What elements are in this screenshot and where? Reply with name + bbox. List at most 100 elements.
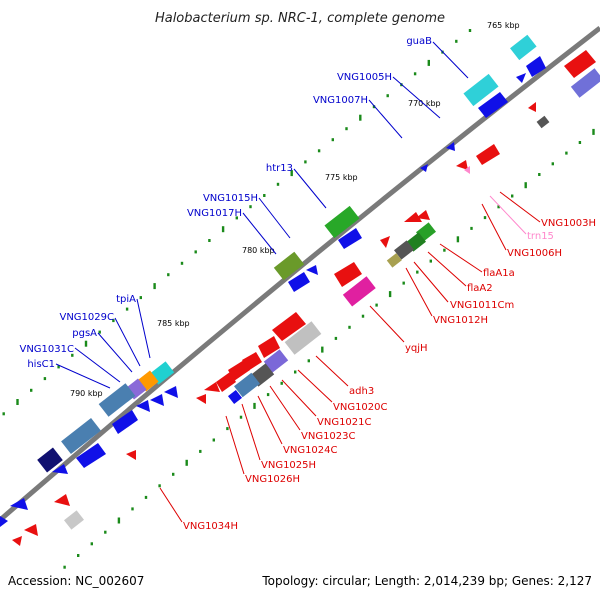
gene-label: VNG1020C	[333, 402, 388, 413]
tick-mark	[331, 138, 334, 142]
tick-mark	[592, 128, 595, 135]
gene-feature	[263, 349, 289, 373]
tick-mark	[443, 248, 446, 252]
gene-label: hisC1	[27, 359, 55, 370]
kbp-label: 765 kbp	[487, 21, 520, 30]
gene-feature	[136, 400, 150, 412]
tick-mark	[334, 336, 338, 340]
tick-mark	[158, 484, 161, 488]
tick-mark	[524, 182, 527, 189]
kbp-label: 790 kbp	[70, 389, 103, 398]
kbp-label: 775 kbp	[325, 173, 358, 182]
tick-mark	[249, 205, 252, 209]
tick-mark	[172, 472, 175, 476]
reverse-gene-labels: VNG1003H trn15 VNG1006H flaA1a flaA2 VNG…	[159, 191, 596, 532]
tick-mark	[221, 226, 225, 233]
gene-label: tpiA	[116, 294, 136, 305]
tick-mark	[413, 72, 417, 76]
gene-label: yqjH	[405, 343, 428, 354]
accession-text: Accession: NC_002607	[8, 574, 144, 588]
kbp-label: 770 kbp	[408, 99, 441, 108]
gene-feature	[380, 236, 390, 248]
gene-feature	[516, 73, 526, 83]
tick-mark	[565, 151, 568, 155]
gene-feature	[228, 360, 250, 381]
gene-feature	[0, 516, 8, 527]
tick-mark	[317, 149, 321, 153]
gene-feature	[284, 321, 322, 355]
tick-mark	[185, 459, 188, 466]
tick-mark	[226, 427, 229, 431]
tick-mark	[57, 365, 60, 369]
gene-feature	[52, 464, 68, 474]
tick-mark	[144, 495, 148, 499]
gene-label: VNG1021C	[317, 417, 372, 428]
gene-feature	[416, 210, 430, 220]
forward-gene-labels: guaB VNG1005H VNG1007H htr13 VNG1015H VN…	[19, 36, 469, 389]
gene-feature	[10, 498, 28, 510]
gene-feature	[272, 312, 306, 341]
tick-mark	[483, 216, 487, 220]
gene-label: VNG1003H	[541, 218, 596, 229]
gene-feature	[216, 372, 236, 392]
gene-feature	[204, 382, 220, 392]
gene-feature	[288, 272, 310, 292]
kbp-axis: 765 kbp 770 kbp 775 kbp 780 kbp 785 kbp …	[70, 21, 520, 398]
tick-mark	[253, 402, 256, 409]
gene-feature	[164, 386, 178, 398]
gene-feature	[24, 524, 38, 536]
map-title: Halobacterium sp. NRC-1, complete genome	[155, 11, 445, 26]
gene-feature	[528, 102, 536, 112]
tick-mark	[359, 114, 362, 121]
gene-feature	[258, 336, 280, 358]
tick-mark	[429, 259, 432, 263]
gene-feature	[306, 265, 318, 275]
tick-mark	[345, 127, 348, 131]
gene-label: VNG1015H	[203, 193, 258, 204]
gene-label: adh3	[349, 386, 374, 397]
tick-mark	[71, 353, 74, 357]
gene-label: VNG1024C	[283, 445, 338, 456]
tick-mark	[266, 393, 270, 397]
tick-mark	[456, 236, 460, 243]
tick-mark	[578, 141, 582, 144]
tick-mark	[304, 160, 307, 164]
tick-mark	[112, 319, 115, 323]
gene-label: VNG1007H	[313, 95, 368, 106]
gene-feature	[464, 166, 470, 174]
gene-label: VNG1017H	[187, 208, 242, 219]
tick-mark	[212, 438, 215, 442]
tick-mark	[16, 399, 19, 405]
gene-label: flaA1a	[483, 268, 515, 279]
tick-mark	[125, 307, 129, 311]
tick-mark	[511, 194, 514, 198]
gene-label: VNG1029C	[59, 312, 114, 323]
tick-mark	[117, 517, 121, 524]
tick-mark	[294, 370, 297, 374]
tick-mark	[276, 182, 280, 186]
tick-mark	[280, 381, 283, 385]
tick-mark	[386, 94, 389, 98]
gene-feature	[324, 205, 360, 239]
gene-feature	[338, 228, 362, 249]
tick-mark	[290, 170, 293, 177]
gene-feature	[227, 389, 243, 405]
tick-mark	[139, 296, 142, 300]
gene-feature	[150, 394, 164, 406]
tick-mark	[372, 105, 376, 109]
gene-feature	[76, 443, 106, 468]
gene-feature	[234, 372, 260, 398]
tick-mark	[402, 281, 405, 285]
kbp-label: 780 kbp	[242, 246, 275, 255]
tick-mark	[538, 173, 541, 176]
gene-feature	[456, 160, 468, 170]
gene-label: VNG1026H	[245, 474, 300, 485]
tick-mark	[416, 270, 419, 274]
tick-mark	[468, 29, 472, 32]
gene-feature	[196, 394, 206, 404]
gene-feature	[446, 142, 455, 151]
gene-label: VNG1006H	[507, 248, 562, 259]
gene-feature	[98, 383, 136, 417]
tick-mark	[131, 507, 134, 511]
tick-mark	[388, 291, 392, 298]
